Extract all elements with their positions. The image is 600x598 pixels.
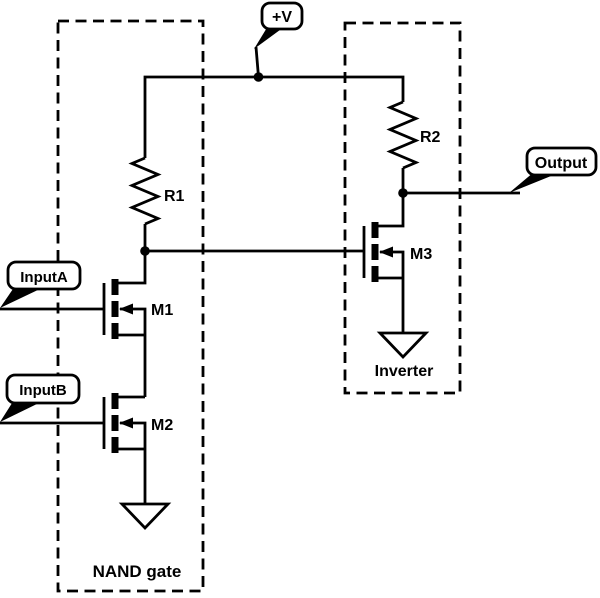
callout-output: Output <box>509 146 598 193</box>
m2-source-bar <box>111 437 119 453</box>
inverter-box <box>343 21 462 395</box>
r1-label: R1 <box>164 188 185 205</box>
input-b-callout-tail <box>0 400 41 422</box>
transistor-m1: M1 <box>0 251 173 397</box>
r1-zigzag <box>128 156 162 226</box>
m1-body-bar <box>111 301 119 317</box>
m3-source-bar <box>371 266 379 282</box>
output-label: Output <box>535 155 588 172</box>
output-callout-tail <box>509 172 556 193</box>
inverter-ground-icon <box>376 331 430 360</box>
nand-gate-block-label: NAND gate <box>93 562 182 581</box>
transistor-m3: M3 <box>362 193 432 333</box>
power-rail <box>143 46 405 158</box>
m1-source-bar <box>111 323 119 339</box>
input-a-callout-tail <box>0 286 42 308</box>
transistor-m2: M2 <box>0 393 173 504</box>
vdd-stub-wire <box>254 46 260 78</box>
plus-v-label: +V <box>272 9 292 26</box>
m3-body-bar <box>371 244 379 260</box>
nand-gate-box <box>56 19 205 593</box>
m2-body-source-wire <box>120 421 147 504</box>
m3-nmos-arrow-icon <box>379 246 393 258</box>
output-callout-bubble <box>525 146 598 177</box>
m2-label: M2 <box>151 417 173 434</box>
m2-body-bar <box>111 415 119 431</box>
m3-drain-bar <box>371 222 379 238</box>
input-b-label: InputB <box>19 382 67 399</box>
input-a-callout-bubble <box>6 260 82 291</box>
m2-drain-bar <box>111 393 119 409</box>
m1-nmos-arrow-icon <box>119 303 133 315</box>
m3-label: M3 <box>410 246 432 263</box>
resistor-r1: R1 <box>128 156 185 251</box>
m1-drain-wire <box>118 251 147 285</box>
nand-ground-icon <box>118 502 172 531</box>
m1-body-source-wire <box>120 307 147 397</box>
callout-plus-v: +V <box>254 1 304 49</box>
m1-drain-bar <box>111 279 119 295</box>
r2-label: R2 <box>420 129 441 146</box>
r2-zigzag <box>386 100 420 170</box>
callout-input-a: InputA <box>0 260 82 308</box>
callout-input-b: InputB <box>0 373 81 422</box>
plus-v-callout-tail <box>254 26 284 49</box>
resistor-r2: R2 <box>386 100 441 193</box>
m1-label: M1 <box>151 302 173 319</box>
input-a-label: InputA <box>20 269 68 286</box>
plus-v-callout-bubble <box>260 1 304 31</box>
vdd-rail-wire <box>143 75 405 158</box>
m2-nmos-arrow-icon <box>119 417 133 429</box>
vdd-junction-dot <box>253 72 264 82</box>
inverter-block-label: Inverter <box>375 363 434 380</box>
m3-body-source-wire <box>380 250 405 333</box>
m3-drain-wire <box>378 193 405 228</box>
input-b-callout-bubble <box>5 373 81 405</box>
